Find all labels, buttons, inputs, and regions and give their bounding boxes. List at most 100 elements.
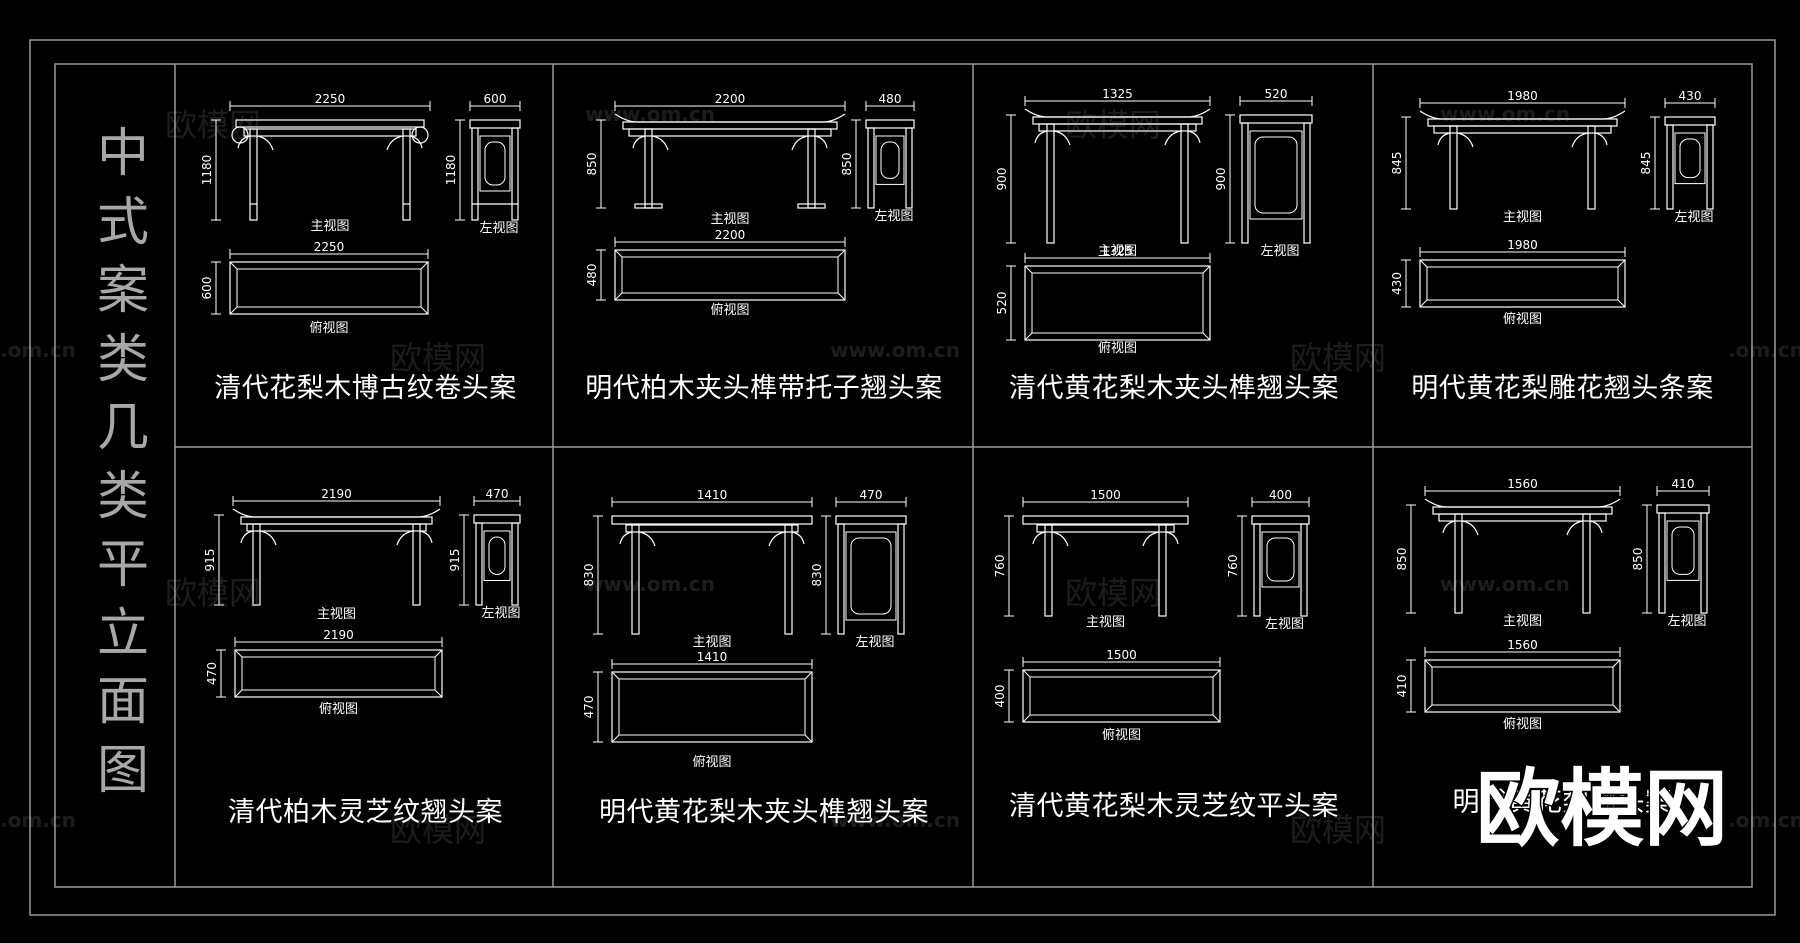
spandrel: [1142, 531, 1160, 547]
watermark-url: www.om.cn: [585, 572, 716, 596]
side-panel: [483, 530, 511, 581]
front-view-label: 主视图: [692, 635, 731, 650]
leg: [1454, 513, 1463, 614]
side-panel-inlay: [1254, 136, 1298, 214]
top-view-outer: [1419, 259, 1626, 308]
side-top: [1251, 515, 1310, 525]
front-view-label: 主视图: [710, 212, 749, 227]
top-view-inner: [241, 656, 436, 691]
spandrel: [1051, 531, 1069, 547]
panel-title: 清代柏木灵芝纹翘头案: [228, 797, 503, 828]
miter-joint: [1212, 714, 1221, 723]
watermark: 欧模网: [1065, 574, 1162, 612]
tabletop: [235, 119, 425, 128]
apron: [1036, 524, 1175, 533]
miter-joint: [837, 249, 846, 258]
side-panel-inlay: [488, 536, 506, 575]
top-view-inner: [1426, 266, 1619, 301]
miter-joint: [1419, 259, 1428, 268]
watermark: 欧模网: [1290, 811, 1387, 849]
dimension-label: 1180: [444, 155, 458, 186]
side-panel-inlay: [1266, 537, 1295, 582]
side-view-label: 左视图: [1265, 617, 1304, 632]
everted-flange: [232, 508, 441, 518]
dimension-label: 520: [995, 292, 1009, 315]
spandrel: [1165, 531, 1179, 545]
dimension-label: 1560: [1507, 638, 1538, 652]
dimension-label: 480: [585, 264, 599, 287]
miter-joint: [420, 261, 429, 270]
dimension-label: 850: [585, 153, 599, 176]
top-view-label: 俯视图: [1503, 716, 1542, 732]
spandrel: [1034, 130, 1048, 144]
side-panel-inlay: [850, 537, 892, 615]
panel-grid: [175, 64, 1752, 887]
side-leg: [1666, 124, 1674, 210]
miter-joint: [1612, 659, 1621, 668]
miter-joint: [804, 671, 813, 680]
side-panel-inlay: [1679, 138, 1701, 179]
side-leg: [1658, 512, 1666, 614]
dimension-label: 1180: [200, 155, 214, 186]
dimension-label: 480: [879, 92, 902, 106]
dimension-label: 1410: [697, 650, 728, 664]
watermark-url: www.om.cn: [1440, 102, 1571, 126]
top-view-inner: [1431, 666, 1614, 706]
miter-joint: [804, 734, 813, 743]
side-leg: [511, 127, 519, 221]
side-panel: [479, 135, 511, 192]
apron: [1038, 123, 1197, 132]
side-panel-inlay: [880, 141, 900, 179]
miter-joint: [1022, 714, 1031, 723]
leg: [1587, 125, 1596, 210]
top-view-label: 俯视图: [1098, 340, 1137, 356]
top-view-inner: [1029, 676, 1214, 716]
site-logo-watermark: 欧模网: [1474, 759, 1729, 860]
dimension-label: 850: [1395, 548, 1409, 571]
side-leg: [475, 522, 483, 606]
dimension-label: 410: [1672, 477, 1695, 491]
inner-frame: [54, 63, 1753, 888]
top-view-outer: [1022, 669, 1221, 723]
spandrel: [409, 135, 423, 149]
side-panel: [875, 135, 905, 185]
side-leg: [867, 127, 875, 209]
spandrel: [1456, 132, 1474, 148]
dimension-label: 850: [840, 153, 854, 176]
dimension-label: 845: [1639, 152, 1653, 175]
dimension-label: 430: [1390, 272, 1404, 295]
spandrel: [791, 531, 805, 545]
side-view-label: 左视图: [1674, 210, 1713, 225]
leg: [402, 128, 411, 221]
spandrel: [419, 530, 433, 544]
miter-joint: [1617, 259, 1626, 268]
watermark-url: www.om.cn: [1440, 572, 1571, 596]
leg: [252, 523, 261, 606]
miter-joint: [1419, 299, 1428, 308]
leg: [1180, 123, 1189, 244]
side-top: [1239, 114, 1313, 124]
dimension-label: 470: [860, 488, 883, 502]
furniture-drawings: 22501180主视图6001180左视图2250600俯视图2200850主视…: [200, 87, 1716, 770]
sheet-title: 中式案类几类平立面图: [96, 124, 149, 801]
leg: [784, 524, 793, 635]
top-view-outer: [234, 649, 443, 698]
apron: [246, 523, 427, 532]
leg: [412, 523, 421, 606]
top-view-outer: [614, 249, 846, 301]
dimension-label: 845: [1390, 152, 1404, 175]
dimension-label: 1410: [697, 488, 728, 502]
dimension-label: 2200: [715, 92, 746, 106]
watermark-url: .om.cn: [1728, 808, 1800, 832]
top-view-label: 俯视图: [309, 320, 348, 336]
side-panel-inlay: [484, 141, 506, 186]
outer-frame: [29, 39, 1776, 916]
spandrel: [237, 135, 251, 149]
miter-joint: [420, 306, 429, 315]
panel-title: 明代柏木夹头榫带托子翘头案: [585, 373, 943, 404]
spandrel: [396, 530, 414, 546]
side-panel: [1674, 132, 1706, 185]
